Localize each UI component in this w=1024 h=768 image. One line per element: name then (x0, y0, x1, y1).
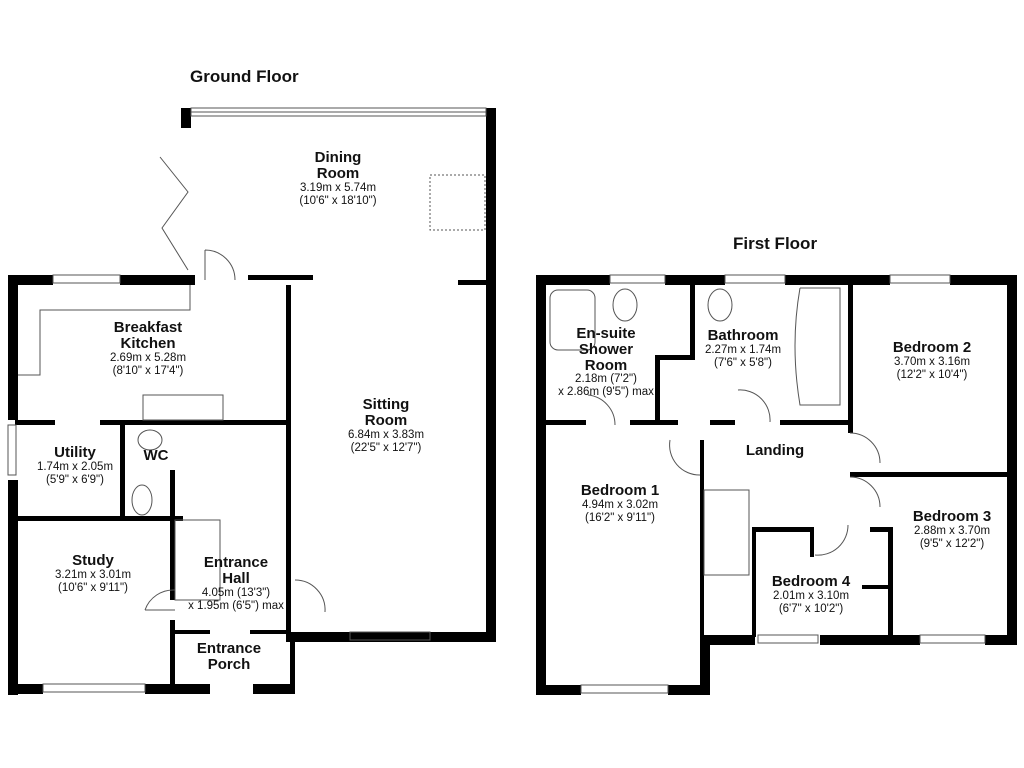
room-bathroom: Bathroom 2.27m x 1.74m (7'6" x 5'8") (704, 327, 782, 369)
room-breakfast-kitchen: Breakfast Kitchen 2.69m x 5.28m (8'10" x… (109, 319, 187, 377)
room-entrance-hall: Entrance Hall 4.05m (13'3") x 1.95m (6'5… (188, 554, 284, 612)
room-entrance-porch: Entrance Porch (196, 640, 262, 673)
ground-floor-walls (8, 108, 496, 695)
room-bedroom-4: Bedroom 4 2.01m x 3.10m (6'7" x 10'2") (771, 573, 851, 615)
fixtures-and-doors (7, 107, 986, 694)
room-bedroom-2: Bedroom 2 3.70m x 3.16m (12'2" x 10'4") (892, 339, 972, 381)
room-bedroom-3: Bedroom 3 2.88m x 3.70m (9'5" x 12'2") (912, 508, 992, 550)
room-dining-room: Dining Room 3.19m x 5.74m (10'6" x 18'10… (299, 149, 377, 207)
first-floor-walls (536, 275, 1017, 695)
room-landing: Landing (745, 442, 805, 459)
room-en-suite-shower-room: En-suite Shower Room 2.18m (7'2") x 2.86… (558, 325, 654, 399)
room-study: Study 3.21m x 3.01m (10'6" x 9'11") (54, 552, 132, 594)
room-utility: Utility 1.74m x 2.05m (5'9" x 6'9") (36, 444, 114, 486)
room-sitting-room: Sitting Room 6.84m x 3.83m (22'5" x 12'7… (347, 396, 425, 454)
room-wc: WC (143, 447, 169, 464)
ground-floor-title: Ground Floor (190, 67, 299, 86)
room-bedroom-1: Bedroom 1 4.94m x 3.02m (16'2" x 9'11") (580, 482, 660, 524)
first-floor-title: First Floor (733, 234, 818, 253)
